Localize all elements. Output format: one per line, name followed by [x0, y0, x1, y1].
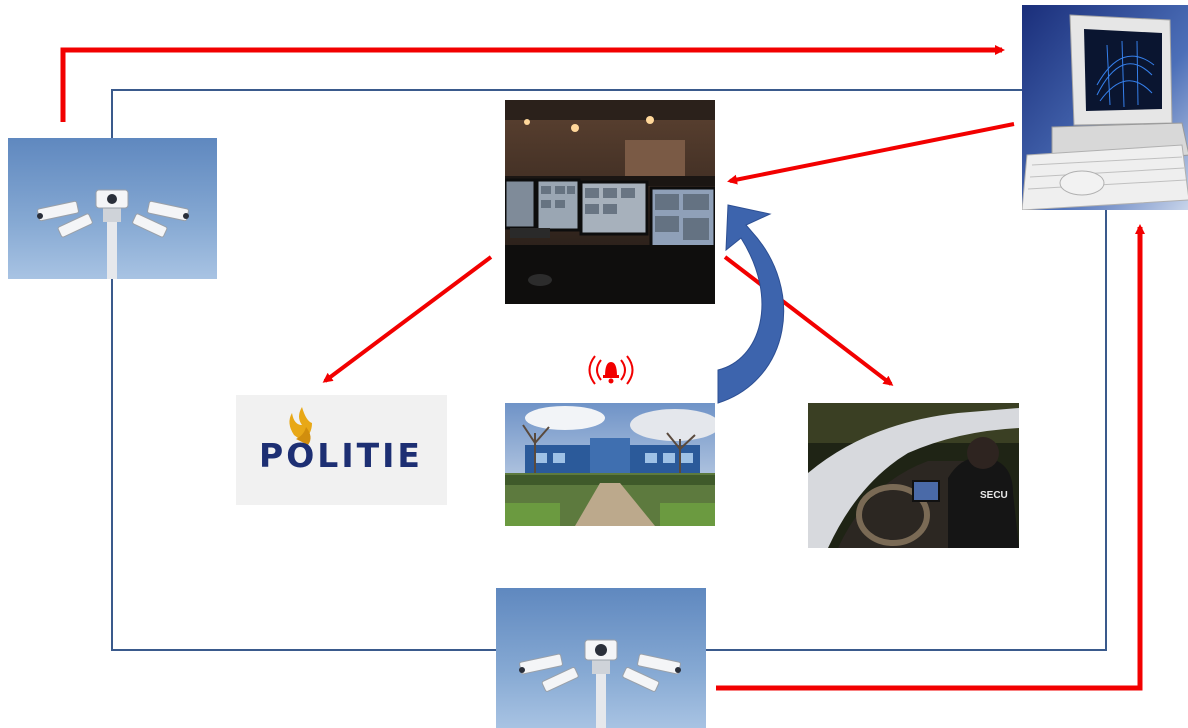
arrow-control-room-to-security [723, 255, 894, 386]
security-patrol-car-icon: SECU [808, 403, 1019, 548]
cctv-camera-pole-icon [496, 588, 706, 728]
arrow-camera-to-computer [60, 45, 1005, 122]
cctv-camera-pole-icon [8, 138, 217, 279]
desktop-computer-icon [1022, 5, 1188, 210]
arrow-computer-to-control-room [727, 122, 1015, 185]
police-logo-icon: POLITIE [236, 395, 447, 505]
security-badge-text: SECU [980, 490, 1008, 501]
network-loop-line [111, 89, 1022, 651]
police-flame-icon [289, 407, 312, 445]
alarm-bell-icon [583, 348, 639, 394]
arrow-bottom-camera-to-computer [716, 224, 1145, 691]
arrow-control-room-to-police [322, 255, 493, 383]
network-loop-line-right [706, 210, 1107, 651]
police-logo-text: POLITIE [259, 436, 423, 475]
office-building-icon [505, 403, 715, 526]
curved-arrow-alarm-to-control-room [717, 204, 785, 404]
surveillance-monitors-icon [505, 100, 715, 304]
